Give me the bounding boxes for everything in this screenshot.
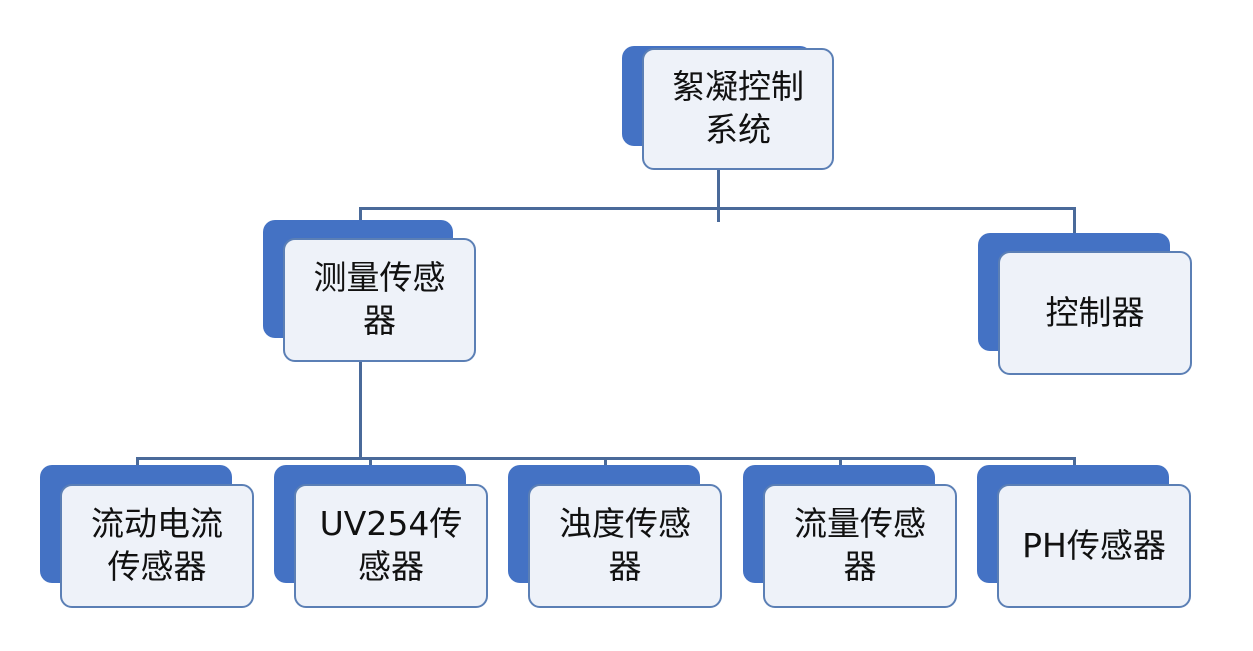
- connector-root-to-controller: [1073, 207, 1076, 249]
- measure-sensor-label: 测量传感器: [313, 258, 446, 340]
- sensor-5-label: PH传感器: [1022, 525, 1166, 565]
- sensor-node-4: 流量传感器: [743, 465, 957, 608]
- controller-node: 控制器: [978, 233, 1192, 375]
- sensor-2-label: UV254传感器: [319, 504, 463, 586]
- connector-measure-stem: [359, 360, 362, 460]
- sensor-node-1: 流动电流传感器: [40, 465, 254, 608]
- sensor-4-card: 流量传感器: [763, 484, 957, 608]
- root-node-label: 絮凝控制系统: [672, 67, 804, 149]
- controller-label: 控制器: [1045, 292, 1145, 332]
- measure-sensor-card: 测量传感器: [283, 238, 476, 362]
- sensor-2-card: UV254传感器: [294, 484, 488, 608]
- sensor-1-label: 流动电流传感器: [91, 504, 223, 586]
- connector-root-bar: [359, 207, 1076, 210]
- connector-root-stem: [717, 168, 720, 222]
- controller-card: 控制器: [998, 251, 1192, 375]
- sensor-node-3: 浊度传感器: [508, 465, 722, 608]
- sensor-4-label: 流量传感器: [794, 504, 926, 586]
- sensor-5-card: PH传感器: [997, 484, 1191, 608]
- sensor-1-card: 流动电流传感器: [60, 484, 254, 608]
- sensor-node-5: PH传感器: [977, 465, 1191, 608]
- sensor-node-2: UV254传感器: [274, 465, 488, 608]
- measure-sensor-node: 测量传感器: [263, 220, 476, 362]
- sensor-3-card: 浊度传感器: [528, 484, 722, 608]
- sensor-3-label: 浊度传感器: [559, 504, 691, 586]
- root-node-card: 絮凝控制系统: [642, 48, 834, 170]
- root-node: 絮凝控制系统: [622, 46, 834, 170]
